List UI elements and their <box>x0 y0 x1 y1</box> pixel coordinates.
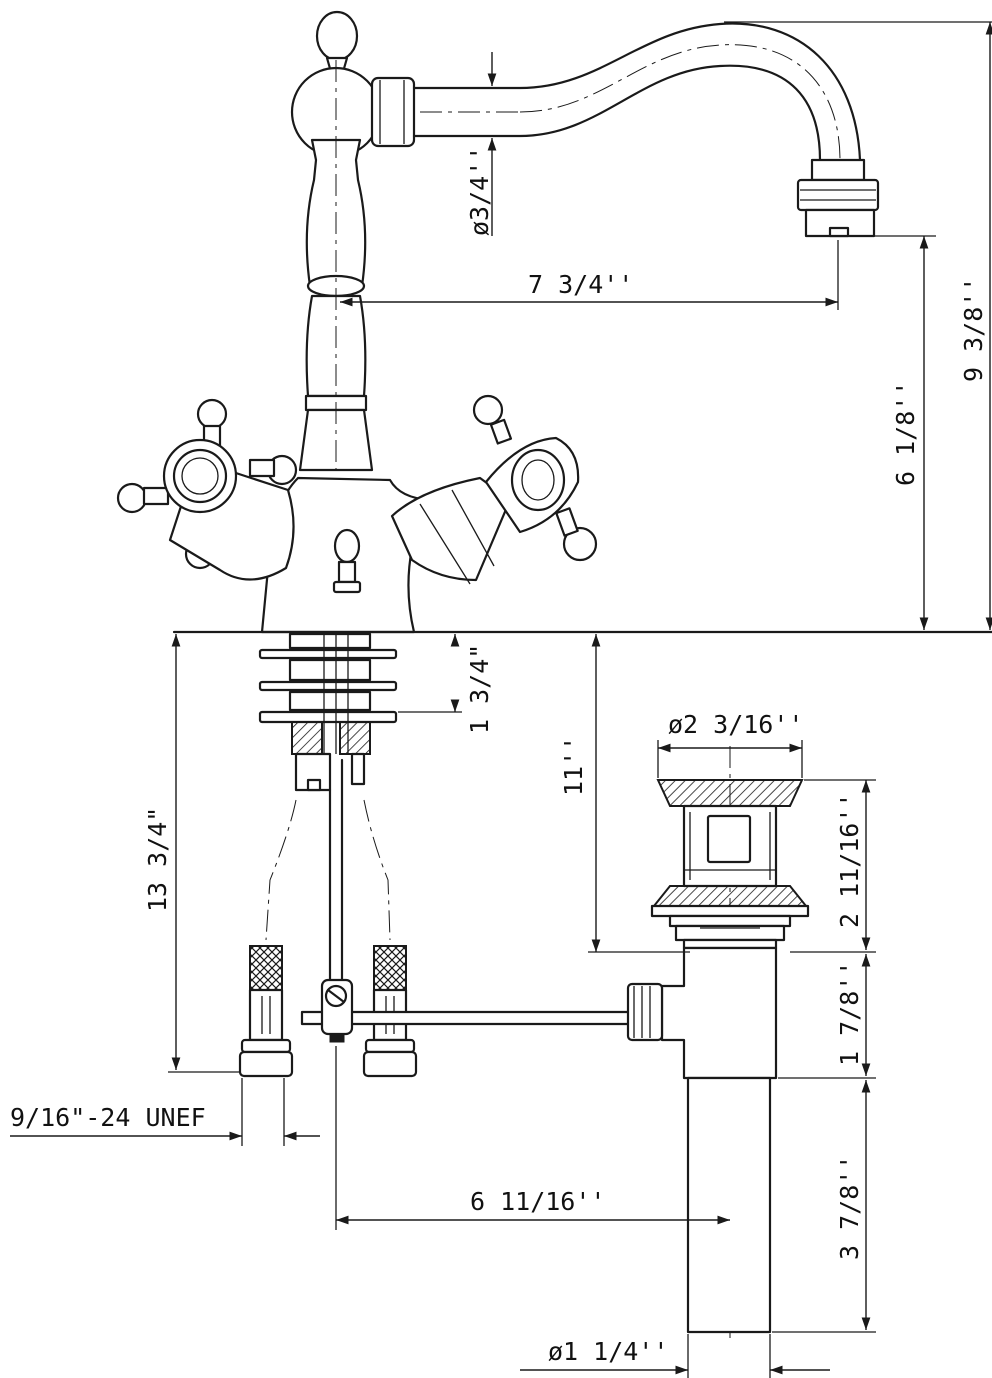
drain-tee-height-label: 1 7/8'' <box>835 961 864 1066</box>
pivot-rod <box>300 978 644 1043</box>
reach-label: 7 3/4'' <box>528 270 633 299</box>
faucet-body <box>260 10 880 634</box>
spout-height-label: 6 1/8'' <box>891 381 920 486</box>
right-cross-handle <box>390 394 598 585</box>
rod-to-drain-label: 6 11/16'' <box>470 1187 605 1216</box>
dimension-lines <box>10 21 992 1378</box>
below-deck-label: 13 3/4" <box>143 807 172 912</box>
mounting-assembly <box>172 630 992 982</box>
drain-top-height-label: 11'' <box>559 736 588 796</box>
mounting-depth-label: 1 3/4" <box>465 644 494 734</box>
drain-body-height-label: 2 11/16'' <box>835 793 864 928</box>
overall-height-label: 9 3/8'' <box>959 277 988 382</box>
tailpiece-length-label: 3 7/8'' <box>835 1155 864 1260</box>
tailpiece-diameter-label: ø1 1/4'' <box>548 1337 668 1366</box>
spout-diameter-label: ø3/4'' <box>465 146 494 236</box>
drain-flange-diameter-label: ø2 3/16'' <box>668 710 803 739</box>
left-cross-handle <box>116 398 298 581</box>
pop-up-drain <box>626 746 810 1340</box>
supply-thread-label: 9/16"-24 UNEF <box>10 1103 206 1132</box>
